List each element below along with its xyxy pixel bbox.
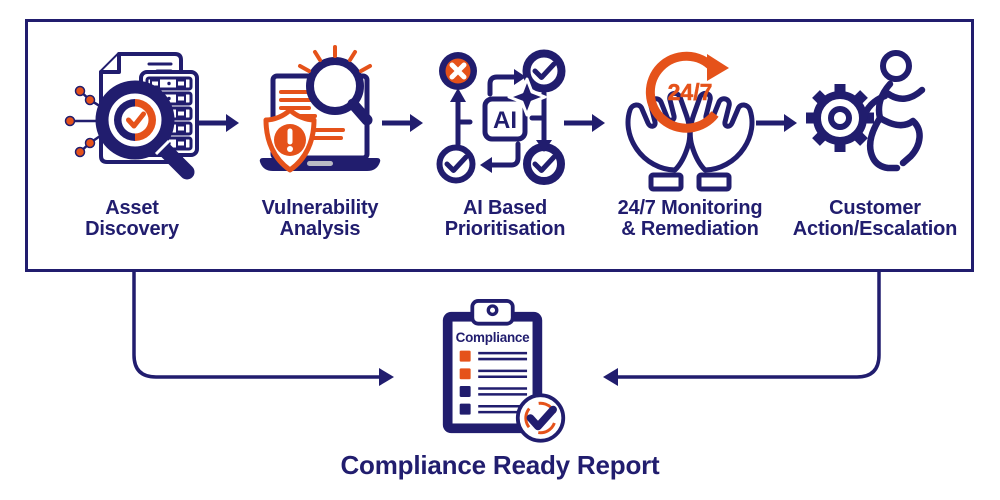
step-ai-prioritisation: AI AI Based Prioritisation — [410, 44, 600, 240]
flow-arrow-icon — [564, 114, 605, 132]
monitoring-icon: 24/7 — [615, 44, 765, 194]
step-label: AI Based Prioritisation — [444, 197, 566, 240]
customer-action-illustration — [806, 50, 926, 172]
always-on-label: 24/7 — [668, 79, 713, 105]
vulnerability-analysis-illustration — [259, 45, 381, 173]
check-circle-icon — [523, 143, 565, 185]
reject-x-icon — [439, 52, 477, 90]
right-connector-arrow — [617, 272, 881, 379]
ai-prioritisation-illustration: AI — [436, 49, 566, 185]
check-circle-icon — [522, 49, 566, 93]
hands-icon — [625, 90, 755, 192]
alert-rays-icon — [298, 45, 372, 73]
customer-action-icon — [800, 44, 950, 194]
step-vulnerability-analysis: Vulnerability Analysis — [225, 44, 415, 240]
ai-prioritisation-icon: AI — [430, 44, 580, 194]
step-label: Asset Discovery — [85, 197, 179, 240]
left-connector-arrow — [132, 272, 380, 379]
monitoring-illustration: 24/7 — [625, 51, 755, 192]
check-circle-icon — [436, 144, 476, 184]
magnifier-icon — [298, 45, 373, 126]
flow-arrow-icon — [198, 114, 239, 132]
verified-badge-icon — [515, 393, 566, 443]
ai-chip-icon: AI — [482, 77, 547, 142]
report-caption: Compliance Ready Report — [340, 450, 660, 480]
flow-arrow-icon — [756, 114, 797, 132]
vulnerability-analysis-icon — [245, 44, 395, 194]
process-steps-box: Asset Discovery — [25, 19, 974, 272]
always-on-cycle-icon: 24/7 — [645, 51, 729, 133]
step-label: Vulnerability Analysis — [261, 197, 379, 240]
sparkle-star-icon — [507, 77, 547, 117]
step-customer-action: Customer Action/Escalation — [780, 44, 970, 240]
step-label: Customer Action/Escalation — [792, 197, 958, 240]
step-monitoring-remediation: 24/7 24/7 Monitoring & Remediation — [595, 44, 785, 240]
ai-label: AI — [493, 107, 517, 134]
flow-arrow-icon — [382, 114, 423, 132]
asset-discovery-illustration — [64, 52, 199, 180]
shield-warning-icon — [263, 107, 317, 173]
checkmark-icon — [126, 111, 146, 129]
gear-icon — [806, 84, 874, 152]
compliance-clipboard-icon: Compliance — [442, 299, 566, 443]
asset-discovery-icon — [57, 44, 207, 194]
flow-lines — [455, 74, 547, 168]
magnifier-icon — [95, 80, 195, 180]
step-asset-discovery: Asset Discovery — [37, 44, 227, 240]
running-person-icon — [860, 50, 926, 172]
step-label: 24/7 Monitoring & Remediation — [617, 197, 763, 240]
clipboard-title: Compliance — [456, 330, 531, 345]
